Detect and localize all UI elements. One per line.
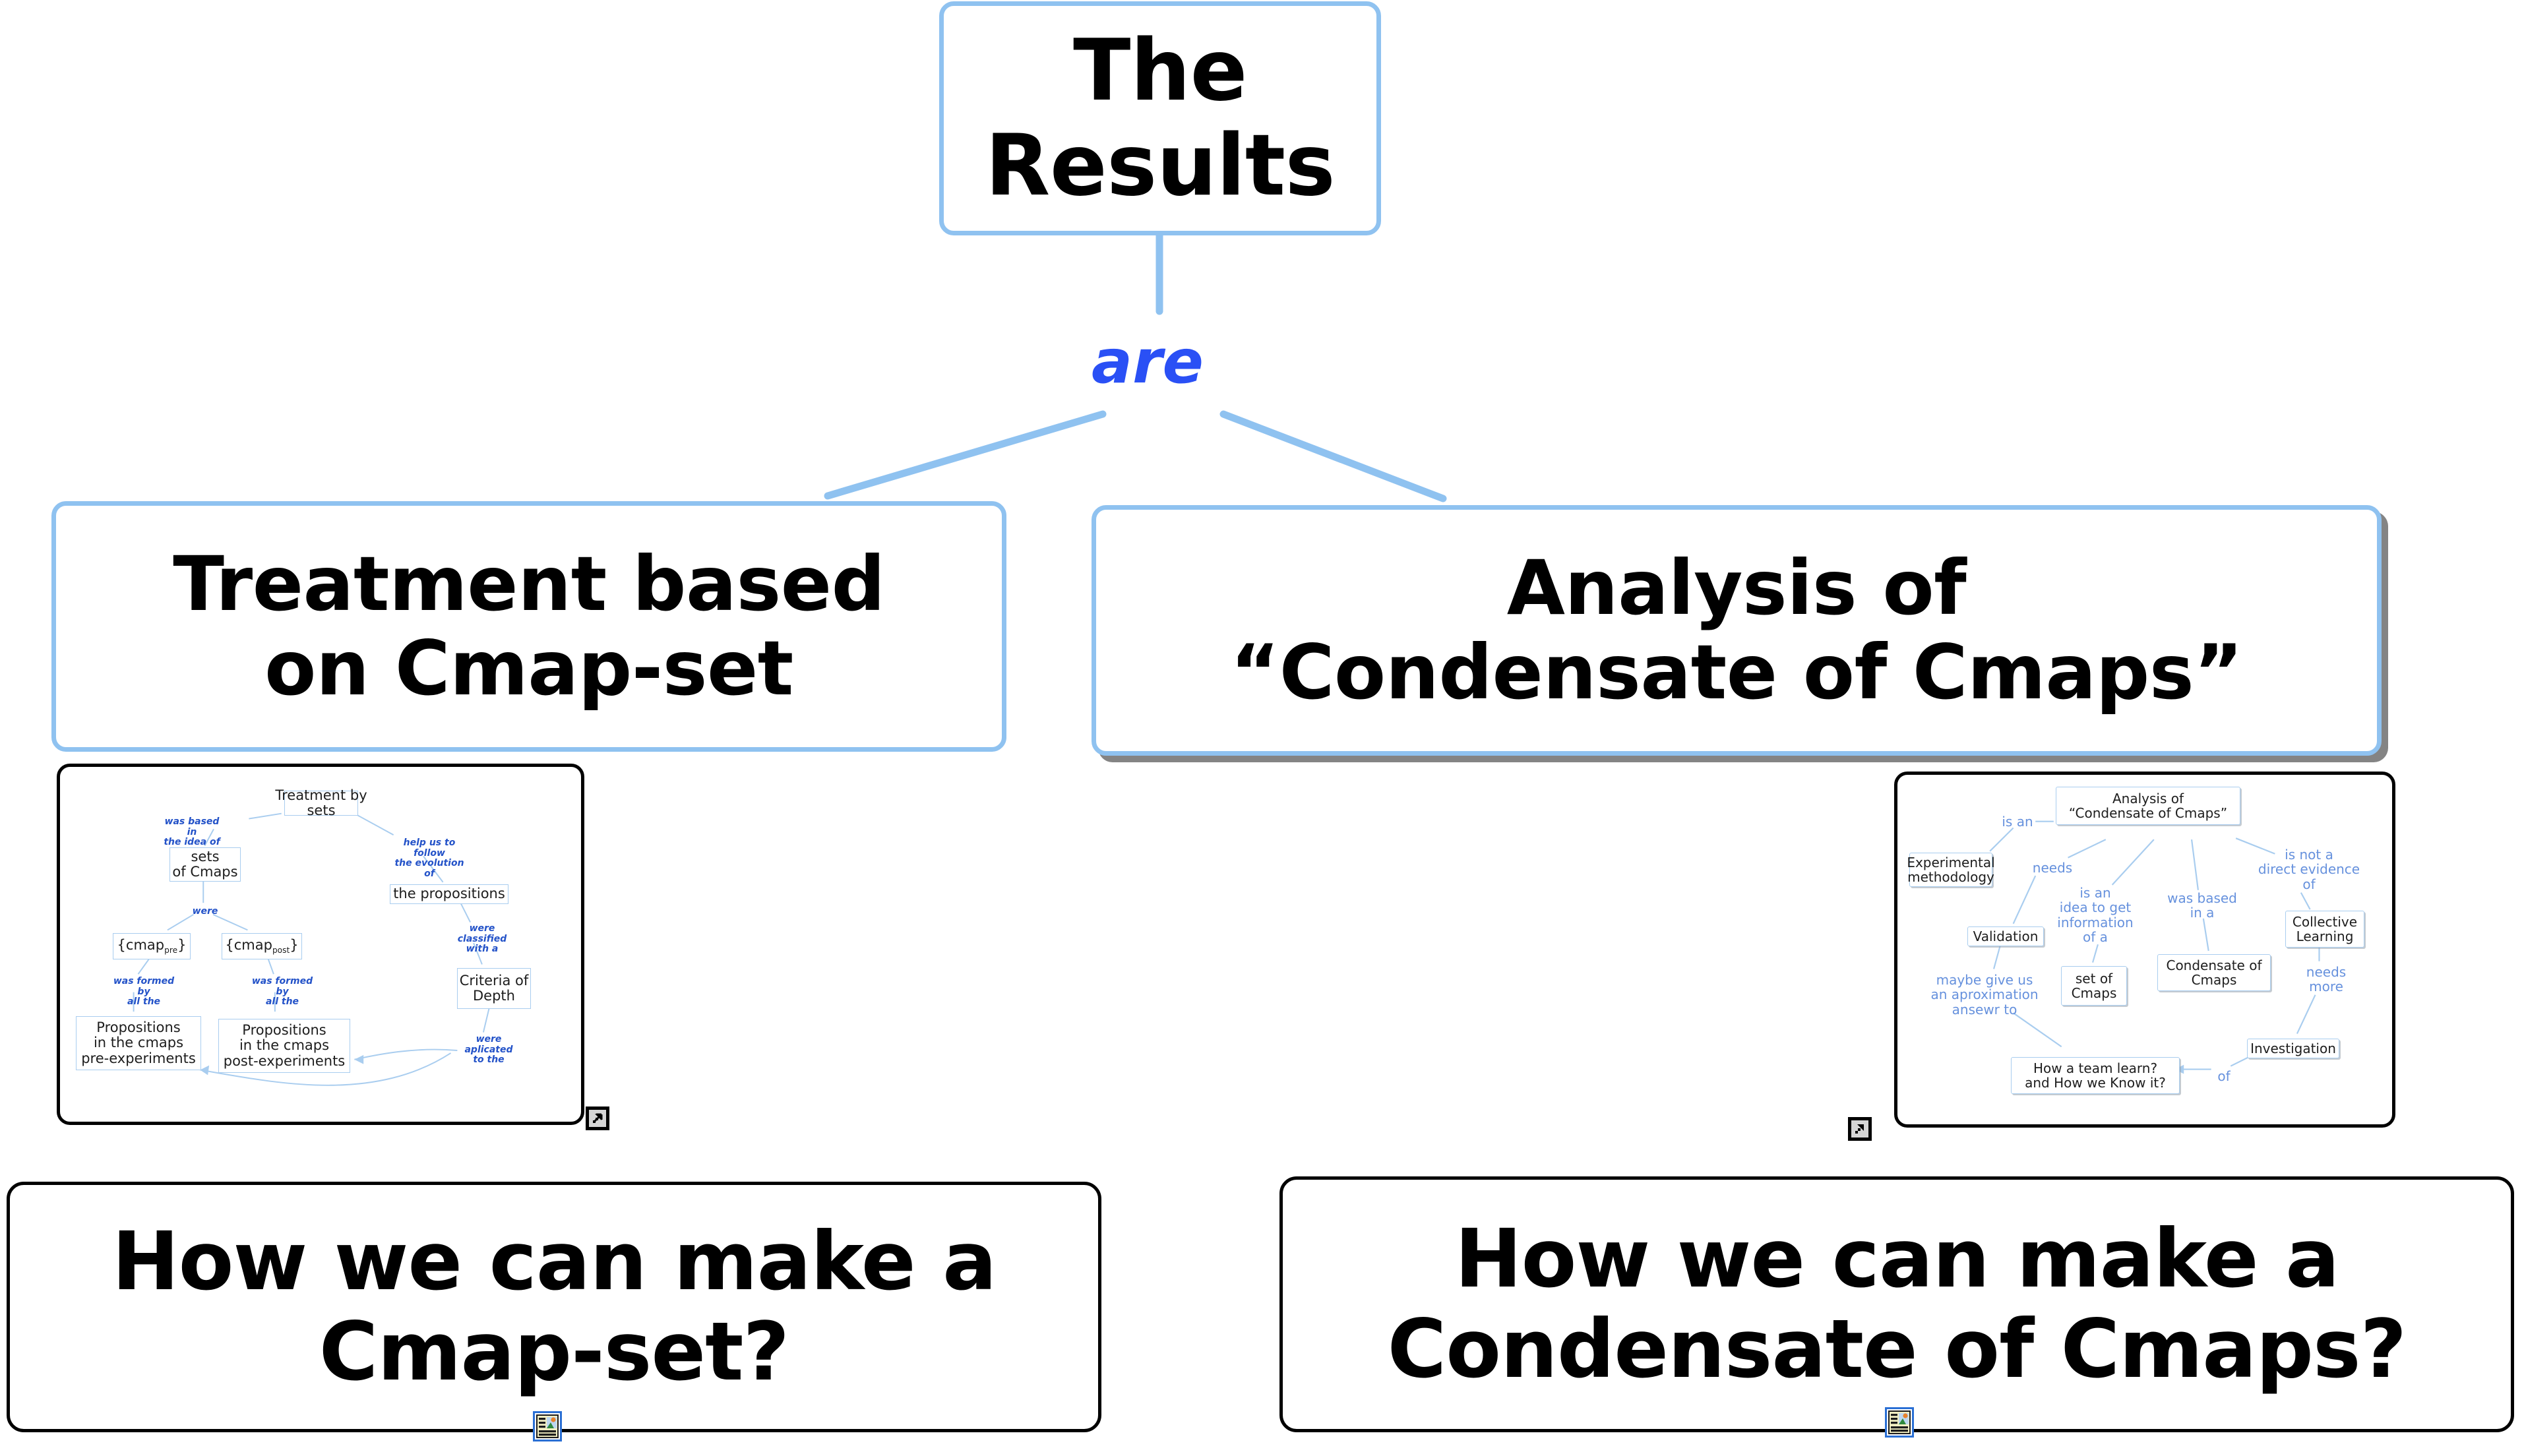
tnode-the-propositions: the propositions	[390, 884, 508, 904]
resource-document-glyph	[533, 1411, 562, 1441]
tlabel-were-classified-with-a: were classified with a	[457, 923, 507, 955]
tlabel-needs: needs	[2032, 860, 2073, 876]
expand-arrow-icon[interactable]	[1848, 1117, 1872, 1141]
expand-arrow-glyph	[1851, 1120, 1868, 1138]
node-how-we-can-make-a-condensate-of-cmaps[interactable]: How we can make a Condensate of Cmaps?	[1279, 1176, 2514, 1432]
node-q-left-line2: Cmap-set?	[319, 1305, 789, 1399]
tnode-analysis-of-condensate: Analysis of“Condensate of Cmaps”	[2056, 787, 2240, 825]
tnode-investigation: Investigation	[2247, 1039, 2339, 1058]
edge-are-to-analysis	[1219, 410, 1447, 502]
node-the-results[interactable]: The Results	[939, 1, 1381, 235]
node-the-results-line1: The	[1073, 22, 1247, 121]
node-how-we-can-make-a-cmap-set[interactable]: How we can make a Cmap-set?	[7, 1182, 1101, 1432]
tlabel-is-an-idea-to-get-information-of-a: is an idea to get information of a	[2057, 885, 2134, 946]
thumbnail-analysis-of-condensate[interactable]: Analysis of“Condensate of Cmaps” is an E…	[1894, 772, 2395, 1128]
node-analysis-line2: “Condensate of Cmaps”	[1230, 628, 2243, 716]
resource-document-icon[interactable]	[1885, 1407, 1914, 1438]
node-analysis-line1: Analysis of	[1506, 544, 1967, 632]
node-q-left-line1: How we can make a	[111, 1215, 997, 1309]
tlabel-is-not-a-direct-evidence-of: is not a direct evidence of	[2258, 847, 2360, 892]
expand-arrow-icon[interactable]	[586, 1107, 609, 1130]
node-treatment-line2: on Cmap-set	[264, 624, 793, 712]
tlabel-was-formed-by-all-the-pre: was formed by all the	[113, 976, 175, 1008]
node-the-results-line2: Results	[985, 116, 1336, 215]
tlabel-was-formed-by-all-the-post: was formed by all the	[251, 976, 313, 1008]
node-treatment-based-on-cmap-set[interactable]: Treatment based on Cmap-set	[51, 501, 1006, 752]
tlabel-maybe-give-us-an-aproximation-answer-to: maybe give us an aproximation ansewr to	[1930, 972, 2039, 1017]
tlabel-was-based-in-the-idea-of: was based in the idea of	[164, 816, 220, 848]
arrow-head-pre	[200, 1065, 210, 1076]
tnode-validation: Validation	[1967, 926, 2044, 946]
node-q-right-line1: How we can make a	[1454, 1212, 2340, 1306]
thumbnail-right-edges	[1989, 820, 2320, 1074]
tlabel-were-aplicated-to-the: were aplicated to the	[464, 1034, 513, 1066]
edge-are-to-treatment	[824, 410, 1107, 500]
tnode-how-a-team-learn: How a team learn?and How we Know it?	[2011, 1057, 2180, 1094]
tlabel-of: of	[2217, 1068, 2231, 1084]
tnode-cmap-pre: {cmappre}	[113, 933, 191, 959]
expand-arrow-glyph	[589, 1110, 606, 1127]
resource-document-glyph	[1885, 1407, 1914, 1438]
tlabel-help-us-to-follow-the-evolution-of: help us to follow the evolution of	[394, 837, 464, 880]
linking-phrase-are[interactable]: are	[1092, 326, 1204, 397]
tlabel-was-based-in-a: was based in a	[2167, 890, 2237, 921]
tlabel-were: were	[192, 906, 218, 917]
tlabel-needs-more: needs more	[2306, 964, 2347, 995]
tnode-cmap-post: {cmappost}	[222, 933, 302, 959]
tlabel-is-an: is an	[2002, 814, 2033, 830]
node-q-right-line2: Condensate of Cmaps?	[1387, 1302, 2407, 1396]
resource-document-icon[interactable]	[533, 1411, 562, 1441]
node-analysis-of-condensate-of-cmaps[interactable]: Analysis of “Condensate of Cmaps”	[1092, 505, 2382, 756]
arrow-head-post	[354, 1054, 364, 1064]
node-treatment-line1: Treatment based	[173, 540, 885, 628]
